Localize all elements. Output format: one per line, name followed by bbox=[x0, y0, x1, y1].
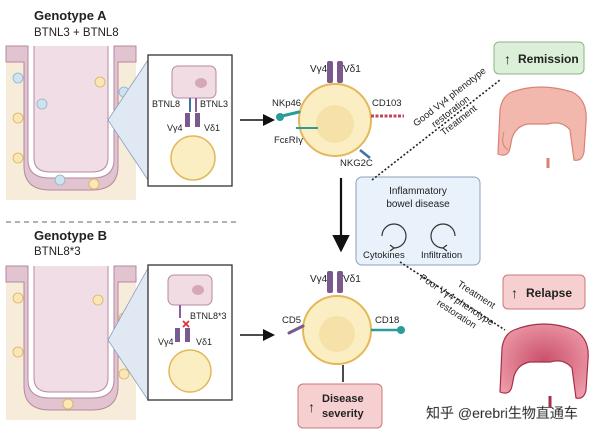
infiltration-label: Infiltration bbox=[421, 250, 462, 261]
relapse-up-arrow-icon: ↑ bbox=[511, 285, 518, 301]
genotype-a-title: Genotype A bbox=[34, 8, 107, 23]
cytokines-label: Cytokines bbox=[363, 250, 405, 261]
zoom-box-a: BTNL8 BTNL3 Vγ4 Vδ1 bbox=[147, 54, 233, 187]
cd18-label: CD18 bbox=[375, 315, 399, 326]
vd1-label-bottom: Vδ1 bbox=[343, 274, 361, 285]
genotype-a-subtitle: BTNL3 + BTNL8 bbox=[34, 27, 119, 39]
genotype-b-section: Genotype B BTNL8*3 BTNL8*3 bbox=[5, 228, 275, 420]
cd103-label: CD103 bbox=[372, 98, 402, 109]
cycle-left-icon bbox=[381, 223, 407, 252]
ibd-title-line2: bowel disease bbox=[386, 199, 450, 210]
vd1-label-b: Vδ1 bbox=[196, 337, 212, 347]
vg4-label-top: Vγ4 bbox=[310, 64, 328, 75]
btnl83-label: BTNL8*3 bbox=[190, 311, 227, 321]
inflamed-colon-icon bbox=[499, 323, 589, 408]
ibd-title-line1: Inflammatory bbox=[389, 186, 447, 197]
remission-label: Remission bbox=[518, 52, 579, 66]
severity-label-line2: severity bbox=[322, 408, 364, 420]
good-path-line bbox=[371, 79, 501, 181]
severity-label-line1: Disease bbox=[322, 393, 364, 405]
btnl8-label-a: BTNL8 bbox=[152, 99, 180, 109]
blocked-x-icon bbox=[182, 320, 190, 328]
vd1-label-a: Vδ1 bbox=[204, 123, 220, 133]
good-path-labels: Good Vγ4 phenotype restoration Treatment bbox=[411, 66, 488, 139]
cycle-right-icon bbox=[430, 223, 456, 252]
t-cell-top: Vγ4 Vδ1 NKp46 CD103 FcεRIγ NKG2C bbox=[272, 61, 404, 169]
healthy-colon-icon bbox=[497, 86, 587, 168]
relapse-box: ↑ Relapse bbox=[502, 274, 586, 310]
severity-up-arrow-icon: ↑ bbox=[308, 399, 315, 415]
genotype-b-subtitle: BTNL8*3 bbox=[34, 246, 81, 258]
remission-up-arrow-icon: ↑ bbox=[504, 51, 511, 67]
t-cell-bottom: Vγ4 Vδ1 CD5 CD18 bbox=[282, 271, 405, 365]
disease-severity-box: ↑ Disease severity bbox=[297, 383, 383, 429]
crypt-a bbox=[5, 45, 137, 200]
ibd-box: Inflammatory bowel disease Cytokines Inf… bbox=[355, 176, 481, 266]
poor-path-line bbox=[399, 261, 506, 331]
watermark: 知乎 @erebri生物直通车 bbox=[426, 405, 578, 421]
nkg2c-label: NKG2C bbox=[340, 158, 373, 169]
fceri-label: FcεRIγ bbox=[274, 135, 303, 146]
zoom-box-b: BTNL8*3 Vγ4 Vδ1 bbox=[147, 264, 233, 401]
poor-path-labels: Treatment Poor Vγ4 phenotype restoration bbox=[418, 272, 498, 331]
vg4-label-a: Vγ4 bbox=[167, 123, 183, 133]
vg4-label-bottom: Vγ4 bbox=[310, 274, 328, 285]
crypt-b bbox=[5, 265, 137, 420]
remission-box: ↑ Remission bbox=[493, 41, 585, 75]
cd5-label: CD5 bbox=[282, 315, 301, 326]
vd1-label-top: Vδ1 bbox=[343, 64, 361, 75]
nkp46-label: NKp46 bbox=[272, 98, 301, 109]
vg4-label-b: Vγ4 bbox=[158, 337, 174, 347]
genotype-b-title: Genotype B bbox=[34, 228, 107, 243]
btnl3-label-a: BTNL3 bbox=[200, 99, 228, 109]
genotype-a-section: Genotype A BTNL3 + BTNL8 BTNL8 bbox=[5, 8, 275, 200]
relapse-label: Relapse bbox=[526, 286, 572, 300]
